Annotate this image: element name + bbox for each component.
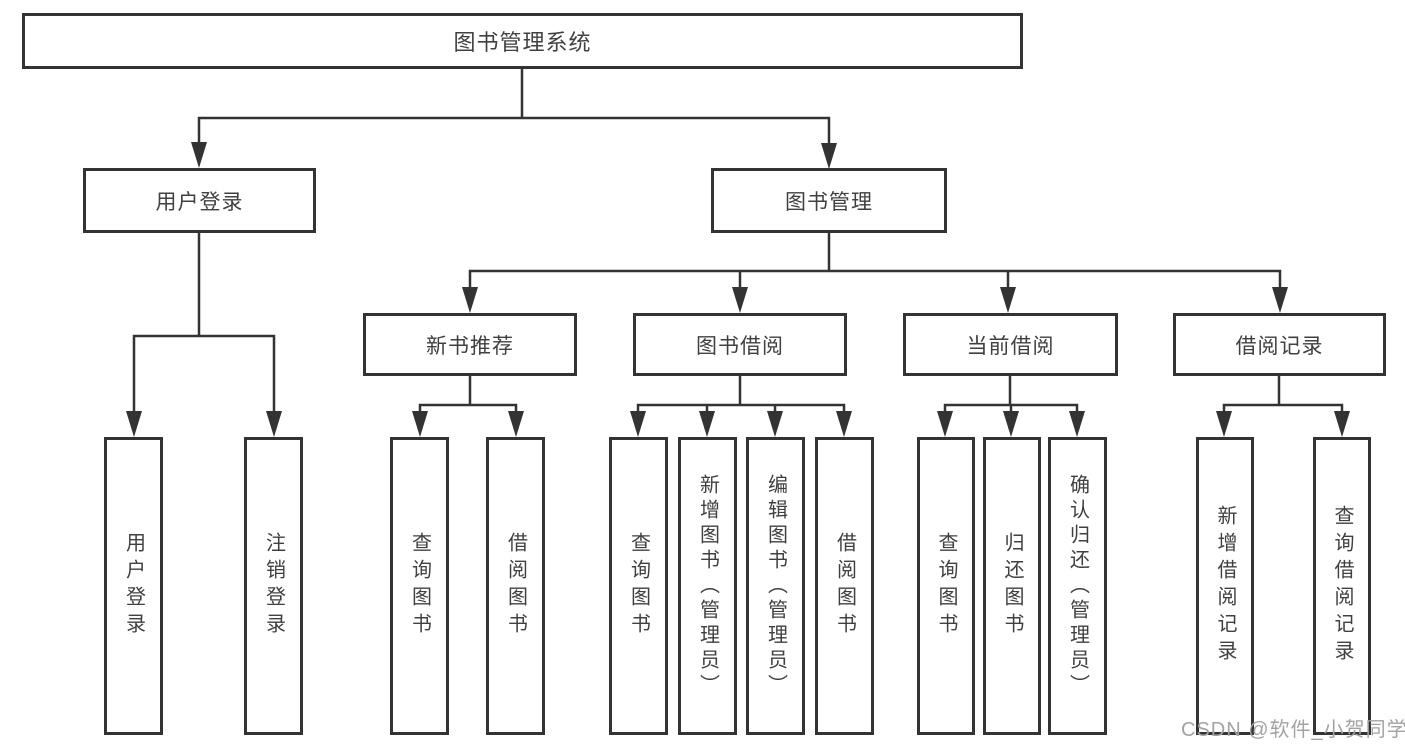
leaf-query-borrowing-record: 查询借阅记录 bbox=[1313, 437, 1371, 735]
node-new-book-recommendation: 新书推荐 bbox=[363, 313, 577, 376]
node-label: 确认归还（管理员） bbox=[1066, 473, 1089, 699]
node-label: 新增借阅记录 bbox=[1214, 505, 1236, 667]
node-library-management-system: 图书管理系统 bbox=[22, 13, 1023, 69]
node-label: 借阅记录 bbox=[1235, 334, 1324, 358]
leaf-query-books-borrowing: 查询图书 bbox=[609, 437, 668, 735]
node-current-borrowing: 当前借阅 bbox=[903, 313, 1118, 376]
node-label: 用户登录 bbox=[122, 532, 145, 640]
leaf-return-books: 归还图书 bbox=[983, 437, 1041, 735]
node-label: 借阅图书 bbox=[504, 532, 527, 640]
node-label: 查询图书 bbox=[627, 532, 650, 640]
node-label: 新书推荐 bbox=[426, 334, 514, 358]
leaf-add-books-admin: 新增图书（管理员） bbox=[678, 437, 737, 735]
node-label: 归还图书 bbox=[1001, 532, 1023, 640]
node-label: 注销登录 bbox=[262, 532, 285, 640]
node-label: 图书管理 bbox=[785, 190, 873, 214]
node-borrowing-records: 借阅记录 bbox=[1173, 313, 1386, 376]
node-label: 编辑图书（管理员） bbox=[764, 473, 787, 699]
leaf-confirm-return-admin: 确认归还（管理员） bbox=[1048, 437, 1107, 735]
node-label: 新增图书（管理员） bbox=[696, 473, 719, 699]
node-book-management: 图书管理 bbox=[711, 168, 947, 233]
leaf-borrow-books-recommendation: 借阅图书 bbox=[486, 437, 545, 735]
node-label: 查询图书 bbox=[408, 532, 431, 640]
leaf-query-books-current: 查询图书 bbox=[917, 437, 975, 735]
node-user-login: 用户登录 bbox=[83, 168, 316, 233]
leaf-logout: 注销登录 bbox=[244, 437, 303, 735]
leaf-add-borrowing-record: 新增借阅记录 bbox=[1196, 437, 1254, 735]
leaf-query-books-recommendation: 查询图书 bbox=[390, 437, 449, 735]
node-label: 查询借阅记录 bbox=[1331, 505, 1353, 667]
node-label: 用户登录 bbox=[155, 190, 244, 214]
leaf-borrow-books: 借阅图书 bbox=[815, 437, 874, 735]
node-label: 借阅图书 bbox=[833, 532, 856, 640]
leaf-edit-books-admin: 编辑图书（管理员） bbox=[746, 437, 805, 735]
csdn-watermark: CSDN @软件_小贺同学 bbox=[1181, 719, 1405, 741]
leaf-user-login: 用户登录 bbox=[104, 437, 163, 735]
node-label: 图书借阅 bbox=[696, 334, 784, 358]
node-label: 查询图书 bbox=[935, 532, 957, 640]
node-label: 当前借阅 bbox=[966, 334, 1055, 358]
node-label: 图书管理系统 bbox=[453, 30, 592, 55]
node-book-borrowing: 图书借阅 bbox=[633, 313, 847, 376]
arrowheads bbox=[126, 142, 1350, 437]
